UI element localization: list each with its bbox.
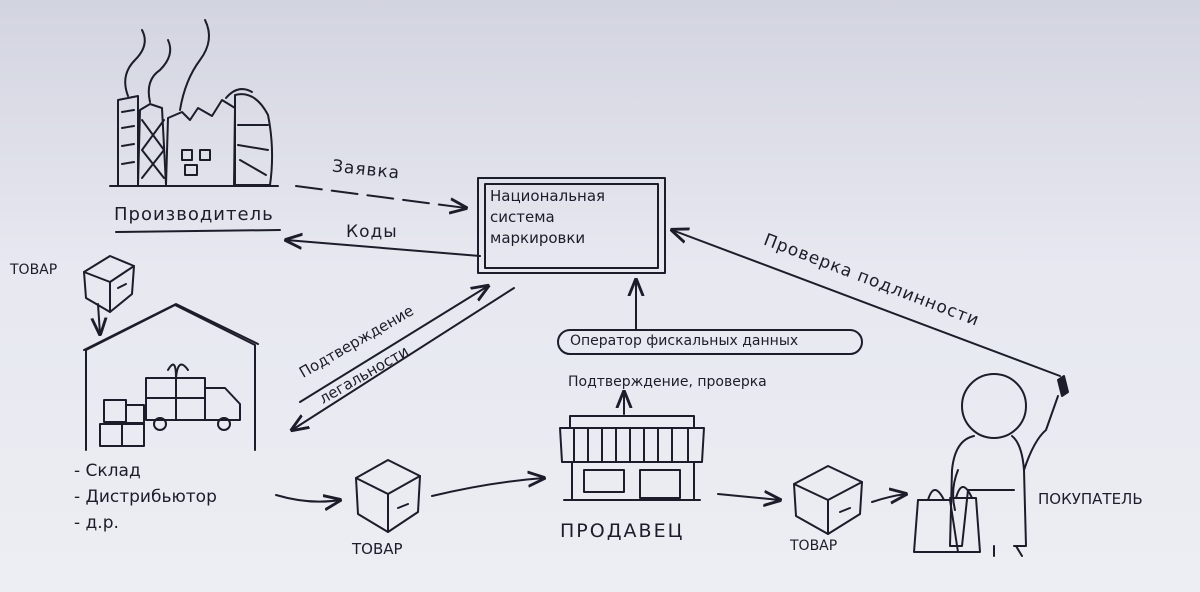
warehouse-item-other: - д.р. xyxy=(74,513,119,533)
warehouse-to-box-arrow xyxy=(275,494,340,502)
goods-label-bottom-right: ТОВАР xyxy=(790,538,838,554)
codes-label: Коды xyxy=(346,222,398,242)
legality-arrow-down xyxy=(292,287,515,430)
ofd-label: Оператор фискальных данных xyxy=(570,333,799,349)
system-label: Национальная система маркировки xyxy=(490,186,605,249)
box-to-buyer-arrow xyxy=(871,494,906,502)
system-label-line2: система xyxy=(490,208,555,226)
buyer-label: ПОКУПАТЕЛЬ xyxy=(1038,490,1143,508)
codes-arrow xyxy=(286,240,481,257)
box-icon-top xyxy=(83,255,135,313)
goods-label-bottom-left: ТОВАР xyxy=(352,540,403,558)
seller-to-box-arrow xyxy=(717,494,780,500)
system-label-line1: Национальная xyxy=(490,187,606,205)
warehouse-item-distributor: - Дистрибьютор xyxy=(74,487,217,507)
legality-arrow-up xyxy=(299,286,488,403)
confirm-check-label: Подтверждение, проверка xyxy=(568,374,767,390)
box-to-warehouse-arrow xyxy=(98,303,100,334)
request-arrow xyxy=(295,185,466,208)
system-label-line3: маркировки xyxy=(490,229,586,247)
box-icon-bottom-left xyxy=(355,459,421,533)
warehouse-icon xyxy=(83,303,259,451)
buyer-icon xyxy=(913,373,1059,557)
box-to-seller-arrow xyxy=(431,478,544,497)
phone-icon xyxy=(1057,375,1069,397)
warehouse-list: - Склад - Дистрибьютор - д.р. xyxy=(74,458,217,536)
shop-icon xyxy=(559,415,705,501)
seller-label: ПРОДАВЕЦ xyxy=(560,520,685,542)
producer-label: Производитель xyxy=(114,204,274,225)
warehouse-item-warehouse: - Склад xyxy=(74,461,141,481)
factory-icon xyxy=(109,19,279,187)
goods-label-top: ТОВАР xyxy=(10,262,58,278)
national-system-box xyxy=(477,177,666,274)
ofd-bubble xyxy=(557,329,863,355)
box-icon-bottom-right xyxy=(793,465,863,535)
producer-underline xyxy=(115,229,281,233)
authenticity-arrow xyxy=(672,230,1061,377)
